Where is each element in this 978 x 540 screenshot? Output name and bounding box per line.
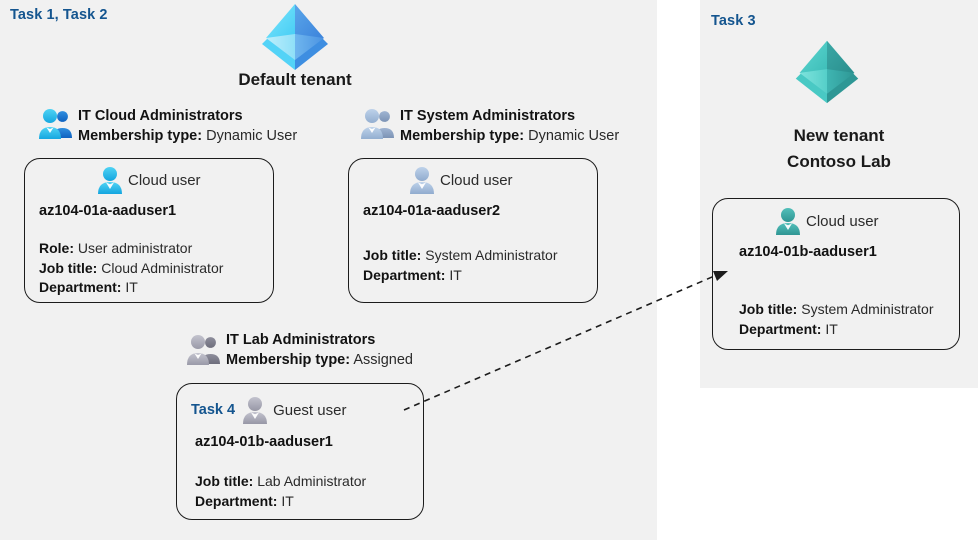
- group-membership-value: Dynamic User: [528, 128, 620, 144]
- property-label: Role:: [39, 240, 74, 256]
- property-label: Department:: [195, 492, 278, 509]
- group-name: IT Cloud Administrators: [78, 108, 243, 124]
- user-property-row: Department: IT: [739, 320, 934, 340]
- user-card-az104-01a-aaduser1[interactable]: Cloud user az104-01a-aaduser1 Role: User…: [24, 158, 274, 303]
- property-value: System Administrator: [801, 301, 934, 317]
- property-label: Department:: [739, 320, 822, 337]
- user-properties: Job title: Lab Administrator Department:…: [195, 472, 366, 511]
- user-name: az104-01a-aaduser1: [39, 203, 177, 219]
- property-value: IT: [825, 320, 838, 337]
- group-name: IT Lab Administrators: [226, 332, 376, 348]
- property-value: IT: [449, 266, 462, 283]
- group-membership: Membership type: Assigned: [226, 350, 413, 370]
- user-name: az104-01b-aaduser1: [195, 434, 333, 450]
- user-properties: Job title: System Administrator Departme…: [363, 246, 558, 285]
- user-properties: Job title: System Administrator Departme…: [739, 300, 934, 339]
- cloud-user-icon: [775, 207, 801, 235]
- group-users-icon: [186, 334, 222, 366]
- group-heading-it-cloud-administrators: IT Cloud Administrators Membership type:…: [78, 106, 297, 146]
- user-property-row: Department: IT: [195, 492, 366, 512]
- group-membership-label: Membership type:: [78, 128, 203, 144]
- user-type-label: Cloud user: [440, 171, 513, 189]
- property-label: Job title:: [39, 259, 98, 276]
- user-card-az104-01a-aaduser2[interactable]: Cloud user az104-01a-aaduser2 Job title:…: [348, 158, 598, 303]
- user-property-row: Department: IT: [363, 266, 558, 286]
- task-label-1-2: Task 1, Task 2: [10, 7, 108, 23]
- cloud-user-icon: [409, 166, 435, 194]
- task-label-3: Task 3: [711, 13, 756, 29]
- user-property-row: Department: IT: [39, 278, 223, 298]
- property-value: Cloud Administrator: [101, 259, 224, 276]
- user-card-header: Task 4 Guest user: [191, 396, 346, 424]
- group-membership: Membership type: Dynamic User: [78, 126, 297, 146]
- group-membership-label: Membership type:: [400, 128, 525, 144]
- user-card-header: Cloud user: [409, 166, 513, 194]
- user-card-header: Cloud user: [775, 207, 879, 235]
- user-name: az104-01a-aaduser2: [363, 203, 501, 219]
- property-label: Department:: [39, 279, 122, 295]
- user-property-row: Job title: System Administrator: [739, 300, 934, 320]
- default-tenant-title: Default tenant: [238, 70, 352, 89]
- property-value: Lab Administrator: [257, 473, 367, 489]
- group-heading-it-lab-administrators: IT Lab Administrators Membership type: A…: [226, 330, 413, 370]
- user-property-row: Role: User administrator: [39, 239, 223, 259]
- user-properties: Role: User administrator Job title: Clou…: [39, 239, 223, 298]
- user-name: az104-01b-aaduser1: [739, 244, 877, 260]
- task-label-4: Task 4: [191, 402, 236, 418]
- property-label: Department:: [363, 266, 446, 283]
- guest-user-icon: [242, 396, 268, 424]
- user-type-label: Cloud user: [128, 171, 201, 189]
- user-property-row: Job title: Cloud Administrator: [39, 259, 223, 279]
- property-label: Job title:: [739, 301, 798, 317]
- property-label: Job title:: [195, 473, 254, 489]
- group-users-icon: [360, 108, 396, 140]
- property-value: IT: [281, 492, 294, 509]
- property-value: System Administrator: [425, 247, 558, 263]
- group-name: IT System Administrators: [400, 108, 576, 124]
- new-tenant-title-line1: New tenant: [793, 126, 885, 145]
- property-value: User administrator: [77, 240, 193, 256]
- user-type-label: Guest user: [273, 401, 347, 419]
- new-tenant-title-line2: Contoso Lab: [787, 152, 891, 171]
- cloud-user-icon: [97, 166, 123, 194]
- group-membership-value: Dynamic User: [206, 128, 298, 144]
- user-type-label: Cloud user: [806, 212, 879, 230]
- user-property-row: Job title: System Administrator: [363, 246, 558, 266]
- azure-ad-tenant-icon: [792, 38, 862, 104]
- group-heading-it-system-administrators: IT System Administrators Membership type…: [400, 106, 619, 146]
- group-membership: Membership type: Dynamic User: [400, 126, 619, 146]
- property-label: Job title:: [363, 247, 422, 263]
- user-card-guest-az104-01b-aaduser1[interactable]: Task 4 Guest user az104-01b-aaduser1 Job…: [176, 383, 424, 520]
- azure-ad-tenant-icon: [258, 2, 332, 70]
- group-membership-value: Assigned: [353, 352, 413, 368]
- group-users-icon: [38, 108, 74, 140]
- default-tenant-panel: [0, 0, 657, 540]
- property-value: IT: [125, 279, 138, 295]
- user-card-contoso-az104-01b-aaduser1[interactable]: Cloud user az104-01b-aaduser1 Job title:…: [712, 198, 960, 350]
- user-card-header: Cloud user: [97, 166, 201, 194]
- user-property-row: Job title: Lab Administrator: [195, 472, 366, 492]
- group-membership-label: Membership type:: [226, 352, 351, 368]
